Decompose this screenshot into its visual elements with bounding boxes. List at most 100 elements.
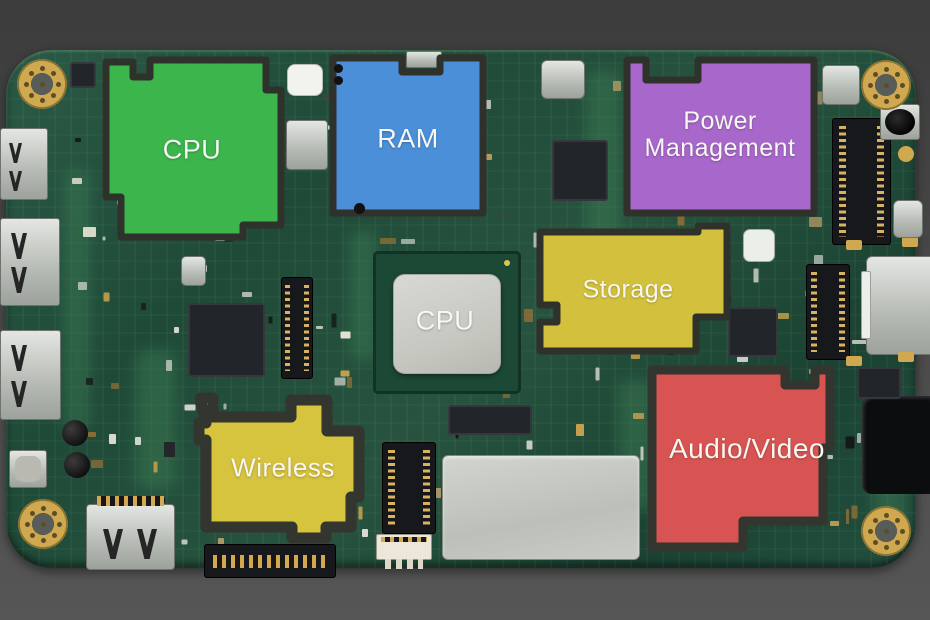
- smd-component: [631, 352, 640, 359]
- connector-legs: [385, 559, 423, 569]
- smd-component: [78, 282, 87, 290]
- smd-component: [327, 505, 334, 511]
- smd-component: [249, 193, 253, 198]
- audio-jack: [862, 396, 930, 494]
- connector-tab: [406, 51, 442, 68]
- smd-component: [234, 209, 245, 223]
- pcb-trace-patch: [64, 170, 90, 430]
- connector-pins: [388, 450, 395, 526]
- smd-component: [543, 329, 547, 340]
- smd-component: [270, 152, 274, 159]
- connector-pins: [877, 126, 884, 237]
- smd-component: [166, 360, 172, 371]
- smd-component: [666, 347, 674, 355]
- capacitor: [743, 229, 775, 262]
- smd-component: [721, 294, 731, 304]
- capacitor: [287, 64, 323, 96]
- smd-component: [442, 188, 452, 195]
- port-slot: [137, 529, 157, 559]
- rf-shield: [442, 455, 640, 560]
- smd-component: [109, 434, 116, 444]
- smd-component: [348, 118, 354, 127]
- label-storage: Storage: [582, 275, 674, 304]
- smd-component: [88, 432, 96, 437]
- smd-component: [712, 298, 718, 302]
- smd-component: [346, 128, 356, 140]
- smd-component: [310, 490, 313, 499]
- ic-chip: [448, 405, 532, 435]
- smd-component: [218, 496, 227, 508]
- mounting-hole-rivets: [883, 82, 889, 88]
- label-power-management: Power Management: [645, 108, 796, 162]
- inductor: [62, 420, 88, 446]
- smd-component: [481, 154, 492, 160]
- smd-component: [242, 292, 252, 297]
- smd-component: [824, 455, 833, 459]
- connector-pins: [381, 537, 427, 542]
- hdmi-port: [86, 496, 175, 570]
- mounting-hole: [17, 498, 69, 550]
- smd-component: [685, 193, 694, 202]
- mounting-hole: [16, 58, 68, 110]
- smd-component: [174, 327, 179, 333]
- connector-pins: [285, 285, 290, 371]
- port-slot: [11, 233, 27, 259]
- smd-component: [774, 67, 783, 80]
- sd-card-slot: [861, 256, 930, 355]
- smd-component: [210, 104, 222, 107]
- smd-component: [503, 211, 508, 217]
- smd-component: [380, 238, 396, 244]
- usb-port: [0, 330, 61, 420]
- port-slot: [11, 381, 27, 407]
- smd-component: [691, 481, 700, 491]
- smd-component: [483, 100, 491, 109]
- usb-port: [0, 218, 60, 306]
- smd-component: [340, 370, 350, 377]
- micro-usb-port: [0, 128, 48, 200]
- smd-component: [693, 376, 700, 381]
- label-ram: RAM: [377, 123, 439, 154]
- smd-component: [117, 197, 125, 205]
- mounting-hole-rivets: [40, 521, 46, 527]
- smd-component: [164, 442, 175, 457]
- gold-pad: [898, 352, 914, 362]
- smd-component: [261, 171, 269, 182]
- shielded-module: [9, 450, 47, 488]
- smd-component: [234, 232, 241, 235]
- port-slot: [11, 345, 27, 371]
- gold-pad: [846, 240, 862, 250]
- smd-component: [323, 94, 329, 102]
- smd-component: [576, 424, 584, 436]
- smd-component: [153, 461, 158, 473]
- sd-slot-latch: [861, 271, 871, 339]
- smd-component: [361, 166, 371, 176]
- smd-component: [426, 93, 431, 99]
- board-to-board-connector: [281, 277, 313, 379]
- smd-component: [533, 232, 544, 248]
- inductor: [822, 65, 860, 105]
- smd-component: [524, 309, 533, 322]
- smd-component: [640, 446, 644, 461]
- qfn-chip: [188, 303, 265, 377]
- smd-component: [135, 437, 141, 445]
- gold-pad: [846, 356, 862, 366]
- smd-component: [526, 440, 533, 450]
- smd-component: [233, 504, 240, 510]
- smd-component: [215, 231, 225, 241]
- crystal-oscillator: [181, 256, 206, 286]
- label-wireless: Wireless: [231, 452, 335, 483]
- button-cap: [885, 109, 915, 135]
- smd-component: [340, 331, 351, 339]
- smd-component: [136, 113, 141, 129]
- connector-pins: [839, 272, 845, 352]
- component-dot: [334, 64, 343, 73]
- port-slot: [9, 171, 22, 191]
- smd-component: [349, 490, 359, 494]
- cpu-die: [393, 274, 501, 374]
- smd-component: [268, 316, 273, 324]
- mounting-hole-rivets: [883, 528, 889, 534]
- module-core: [15, 456, 41, 482]
- smd-component: [72, 178, 82, 184]
- gold-pad: [898, 146, 914, 162]
